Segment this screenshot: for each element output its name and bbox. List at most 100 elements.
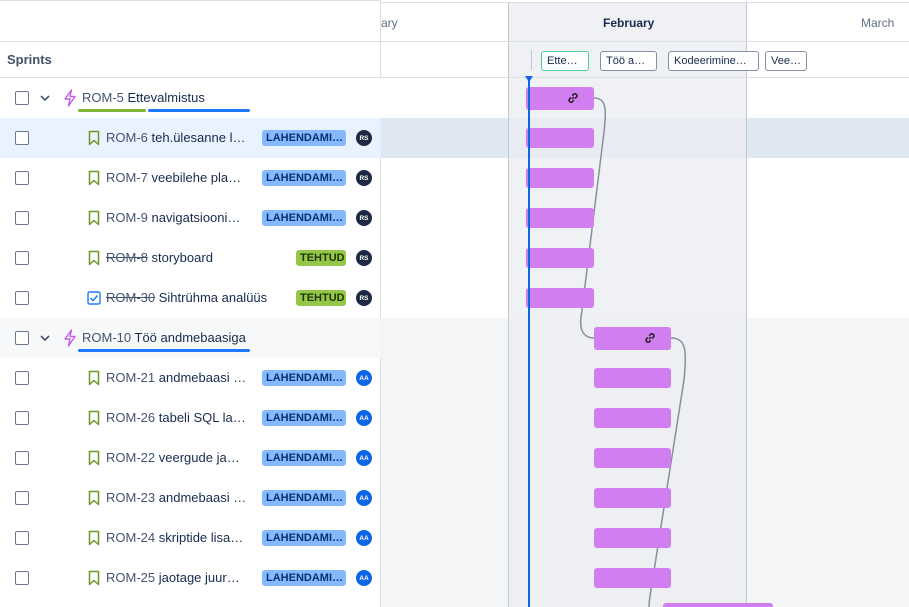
issue-summary[interactable]: ROM-24 skriptide lisa… — [106, 530, 244, 545]
issue-summary[interactable]: ROM-26 tabeli SQL la… — [106, 410, 246, 425]
assignee-avatar[interactable]: AA — [356, 490, 372, 506]
row-checkbox[interactable] — [15, 491, 29, 505]
chevron-down-icon[interactable] — [39, 92, 51, 104]
issue-row-rom-21[interactable]: ROM-21 andmebaasi … LAHENDAMI… AA — [0, 358, 381, 398]
issue-bar-rom-21[interactable] — [594, 368, 671, 388]
next-epic-bar[interactable] — [663, 603, 773, 607]
row-checkbox[interactable] — [15, 331, 29, 345]
status-badge[interactable]: LAHENDAMI… — [262, 490, 346, 506]
month-label-january: ary — [381, 16, 398, 30]
status-badge[interactable]: LAHENDAMI… — [262, 450, 346, 466]
issue-summary[interactable]: ROM-7 veebilehe pla… — [106, 170, 242, 185]
status-badge[interactable]: LAHENDAMI… — [262, 410, 346, 426]
sprint-divider — [531, 50, 532, 70]
assignee-avatar[interactable]: AA — [356, 370, 372, 386]
row-checkbox[interactable] — [15, 171, 29, 185]
epic-row-rom-5[interactable]: ROM-5 Ettevalmistus — [0, 78, 381, 118]
issue-summary[interactable]: ROM-8 storyboard — [106, 250, 213, 265]
issue-row-rom-30[interactable]: ROM-30 Sihtrühma analüüs TEHTUD RS — [0, 278, 381, 318]
epic-summary[interactable]: ROM-5 Ettevalmistus — [82, 90, 205, 105]
story-bookmark-icon — [88, 570, 100, 586]
row-checkbox[interactable] — [15, 291, 29, 305]
epic-bar-rom-5[interactable] — [526, 87, 594, 110]
story-bookmark-icon — [88, 450, 100, 466]
sprint-chip[interactable]: Ette… — [541, 51, 589, 71]
row-checkbox[interactable] — [15, 571, 29, 585]
status-badge[interactable]: LAHENDAMI… — [262, 370, 346, 386]
issue-row-rom-7[interactable]: ROM-7 veebilehe pla… LAHENDAMI… RS — [0, 158, 381, 198]
story-bookmark-icon — [88, 530, 100, 546]
row-checkbox[interactable] — [15, 91, 29, 105]
assignee-avatar[interactable]: AA — [356, 450, 372, 466]
status-badge[interactable]: LAHENDAMI… — [262, 130, 346, 146]
issue-row-rom-6[interactable]: ROM-6 teh.ülesanne l… LAHENDAMI… RS — [0, 118, 381, 158]
issue-summary[interactable]: ROM-25 jaotage juur… — [106, 570, 240, 585]
issue-summary[interactable]: ROM-23 andmebaasi … — [106, 490, 247, 505]
issue-bar-rom-26[interactable] — [594, 408, 671, 428]
epic-lightning-icon — [64, 89, 76, 107]
sprints-column-header[interactable]: Sprints — [0, 42, 380, 78]
month-label-february: February — [603, 16, 655, 30]
link-icon[interactable] — [643, 331, 657, 345]
row-checkbox[interactable] — [15, 371, 29, 385]
epic-progress-in-progress — [78, 349, 250, 352]
sprint-chip[interactable]: Vee… — [765, 51, 807, 71]
sprints-header-label: Sprints — [7, 52, 52, 67]
status-badge[interactable]: LAHENDAMI… — [262, 570, 346, 586]
issue-summary[interactable]: ROM-6 teh.ülesanne l… — [106, 130, 246, 145]
row-checkbox[interactable] — [15, 531, 29, 545]
issue-row-rom-23[interactable]: ROM-23 andmebaasi … LAHENDAMI… AA — [0, 478, 381, 518]
assignee-avatar[interactable]: RS — [356, 250, 372, 266]
status-badge[interactable]: LAHENDAMI… — [262, 210, 346, 226]
issue-bar-rom-23[interactable] — [594, 488, 671, 508]
issue-summary[interactable]: ROM-21 andmebaasi … — [106, 370, 247, 385]
issue-bar-rom-9[interactable] — [526, 208, 594, 228]
assignee-avatar[interactable]: RS — [356, 210, 372, 226]
issue-row-rom-8[interactable]: ROM-8 storyboard TEHTUD RS — [0, 238, 381, 278]
epic-progress-in-progress — [148, 109, 250, 112]
epic-summary[interactable]: ROM-10 Töö andmebaasiga — [82, 330, 246, 345]
issue-row-rom-22[interactable]: ROM-22 veergude ja… LAHENDAMI… AA — [0, 438, 381, 478]
issue-bar-rom-6[interactable] — [526, 128, 594, 148]
story-bookmark-icon — [88, 250, 100, 266]
row-checkbox[interactable] — [15, 251, 29, 265]
issue-bar-rom-24[interactable] — [594, 528, 671, 548]
story-bookmark-icon — [88, 170, 100, 186]
issue-summary[interactable]: ROM-30 Sihtrühma analüüs — [106, 290, 268, 305]
status-badge[interactable]: TEHTUD — [296, 250, 346, 266]
sprint-chip[interactable]: Kodeerimine… — [668, 51, 759, 71]
story-bookmark-icon — [88, 490, 100, 506]
issue-row-rom-25[interactable]: ROM-25 jaotage juur… LAHENDAMI… AA — [0, 558, 381, 598]
issue-bar-rom-30[interactable] — [526, 288, 594, 308]
timeline-view[interactable]: ary February March Ette… Töö a… Kodeerim… — [381, 0, 909, 607]
assignee-avatar[interactable]: AA — [356, 570, 372, 586]
today-marker-arrow — [525, 76, 533, 82]
issue-row-rom-9[interactable]: ROM-9 navigatsiooni… LAHENDAMI… RS — [0, 198, 381, 238]
assignee-avatar[interactable]: AA — [356, 410, 372, 426]
issue-bar-rom-8[interactable] — [526, 248, 594, 268]
assignee-avatar[interactable]: AA — [356, 530, 372, 546]
epic-bar-rom-10[interactable] — [594, 327, 671, 350]
assignee-avatar[interactable]: RS — [356, 170, 372, 186]
row-checkbox[interactable] — [15, 131, 29, 145]
issue-summary[interactable]: ROM-9 navigatsiooni… — [106, 210, 241, 225]
issue-bar-rom-25[interactable] — [594, 568, 671, 588]
link-icon[interactable] — [566, 91, 580, 105]
epic-lightning-icon — [64, 329, 76, 347]
status-badge[interactable]: LAHENDAMI… — [262, 170, 346, 186]
row-checkbox[interactable] — [15, 451, 29, 465]
sprint-chip[interactable]: Töö a… — [600, 51, 657, 71]
issue-row-rom-26[interactable]: ROM-26 tabeli SQL la… LAHENDAMI… AA — [0, 398, 381, 438]
issue-bar-rom-22[interactable] — [594, 448, 671, 468]
status-badge[interactable]: TEHTUD — [296, 290, 346, 306]
issue-row-rom-24[interactable]: ROM-24 skriptide lisa… LAHENDAMI… AA — [0, 518, 381, 558]
issue-summary[interactable]: ROM-22 veergude ja… — [106, 450, 240, 465]
status-badge[interactable]: LAHENDAMI… — [262, 530, 346, 546]
assignee-avatar[interactable]: RS — [356, 130, 372, 146]
row-checkbox[interactable] — [15, 211, 29, 225]
chevron-down-icon[interactable] — [39, 332, 51, 344]
epic-row-rom-10[interactable]: ROM-10 Töö andmebaasiga — [0, 318, 381, 358]
assignee-avatar[interactable]: RS — [356, 290, 372, 306]
issue-bar-rom-7[interactable] — [526, 168, 594, 188]
row-checkbox[interactable] — [15, 411, 29, 425]
